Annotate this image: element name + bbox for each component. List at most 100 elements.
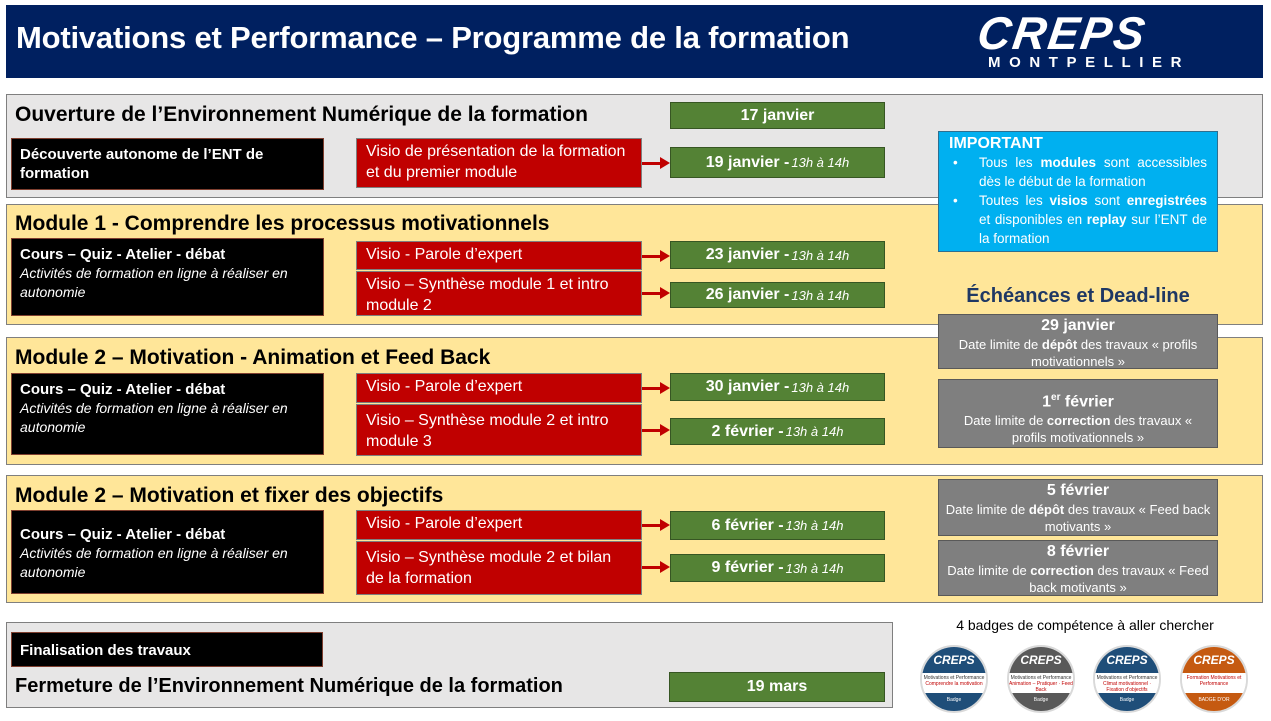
closing-date-text: 19 mars: [746, 678, 808, 695]
deadlines-title: Échéances et Dead-line: [966, 285, 1190, 307]
date-sup: er: [1051, 392, 1061, 403]
opening-visio-date: 19 janvier - 13h à 14h: [670, 147, 885, 178]
date-text: 26 janvier -: [705, 286, 790, 303]
activities-desc: Activités de formation en ligne à réalis…: [20, 265, 288, 300]
time-text: 13h à 14h: [785, 424, 844, 439]
deadline-date: 1er février: [945, 388, 1211, 412]
module-1-activities: Cours – Quiz - Atelier - débat Activités…: [11, 238, 324, 316]
text-bold: modules: [1040, 155, 1096, 170]
badge-text: Motivations et Performance Climat motiva…: [1095, 672, 1159, 694]
arrow-icon: [642, 250, 670, 262]
activities-desc: Activités de formation en ligne à réalis…: [20, 400, 288, 435]
creps-logo: CREPS: [974, 7, 1151, 59]
text-bold: correction: [1046, 413, 1111, 429]
date-text: 19 janvier -: [705, 153, 790, 171]
badge-comprendre: CREPS Motivations et Performance Compren…: [920, 645, 988, 713]
page-title: Motivations et Performance – Programme d…: [16, 20, 850, 55]
time-text: 13h à 14h: [791, 247, 850, 263]
badge-footer: Badge: [1009, 693, 1073, 711]
text: Toutes les: [979, 193, 1050, 208]
date-text: 9 février -: [711, 559, 784, 576]
deadline-date: 8 février: [1046, 543, 1110, 560]
module-2-visio-synthese-date: 2 février - 13h à 14h: [670, 418, 885, 445]
deadline-box: 1er février Date limite de correction de…: [938, 379, 1218, 448]
text-bold: visios: [1049, 193, 1088, 208]
module-2-visio-expert: Visio - Parole d’expert: [356, 373, 642, 403]
ent-discovery-box: Découverte autonome de l’ENT de formatio…: [11, 138, 324, 190]
badge-or: CREPS Formation Motivations et Performan…: [1180, 645, 1248, 713]
date-text: 6 février -: [711, 516, 784, 534]
badge-logo: CREPS: [1182, 647, 1246, 673]
deadline-date: 5 février: [1046, 482, 1110, 499]
date-text: 23 janvier -: [705, 246, 790, 263]
badge-line: Motivations et Performance: [1096, 674, 1158, 681]
text: sur l’ENT de la formation: [979, 212, 1208, 246]
badge-label: Climat motivationnel · Fixation d’object…: [1102, 680, 1152, 693]
module-2-title: Module 2 – Motivation - Animation et Fee…: [15, 346, 491, 369]
module-3-visio-synthese: Visio – Synthèse module 2 et bilan de la…: [356, 541, 642, 595]
opening-date: 17 janvier: [670, 102, 885, 129]
badge-footer: BADGE D’OR: [1182, 693, 1246, 711]
deadline-box: 5 février Date limite de dépôt des trava…: [938, 479, 1218, 536]
arrow-icon: [642, 382, 670, 394]
module-3-visio-expert-date: 6 février - 13h à 14h: [670, 511, 885, 540]
date-text: 30 janvier -: [705, 378, 790, 395]
module-1-visio-expert: Visio - Parole d’expert: [356, 241, 642, 270]
text: des travaux « Feed back motivants »: [1044, 502, 1211, 534]
closing-date: 19 mars: [669, 672, 885, 702]
module-3-title: Module 2 – Motivation et fixer des objec…: [15, 484, 444, 507]
arrow-icon: [642, 561, 670, 573]
badge-footer: Badge: [922, 693, 986, 711]
text-bold: correction: [1030, 563, 1094, 578]
text: des travaux « Feed back motivants »: [1029, 563, 1209, 595]
text-bold: dépôt: [1041, 337, 1078, 352]
badge-label: Comprendre la motivation: [925, 680, 983, 687]
deadline-date: 29 janvier: [1041, 317, 1115, 334]
module-1-title: Module 1 - Comprendre les processus moti…: [15, 212, 550, 235]
module-3-visio-synthese-date: 9 février - 13h à 14h: [670, 554, 885, 582]
badge-label: Animation – Pratiquer · Feed Back: [1009, 680, 1073, 693]
text: Date limite de: [958, 337, 1042, 352]
finalisation-box: Finalisation des travaux: [11, 632, 323, 667]
opening-title: Ouverture de l’Environnement Numérique d…: [15, 103, 588, 126]
opening-visio-box: Visio de présentation de la formation et…: [356, 138, 642, 188]
badge-logo: CREPS: [1009, 647, 1073, 673]
activities-title: Cours – Quiz - Atelier - débat: [20, 526, 226, 543]
activities-desc: Activités de formation en ligne à réalis…: [20, 545, 288, 580]
text: des travaux « profils motivationnels »: [1031, 337, 1198, 369]
creps-logo-subtext: MONTPELLIER: [988, 54, 1191, 71]
important-item-modules: Tous les modules sont accessibles dès le…: [949, 153, 1207, 191]
activities-title: Cours – Quiz - Atelier - débat: [20, 381, 226, 398]
badge-footer: Badge: [1095, 693, 1159, 711]
badges-caption: 4 badges de compétence à aller chercher: [956, 617, 1214, 633]
date-day: 1: [1042, 393, 1052, 411]
arrow-icon: [642, 157, 670, 169]
text: Date limite de: [947, 563, 1031, 578]
badge-animation: CREPS Motivations et Performance Animati…: [1007, 645, 1075, 713]
badge-text: Motivations et Performance Comprendre la…: [922, 672, 986, 694]
module-1-visio-expert-date: 23 janvier - 13h à 14h: [670, 241, 885, 269]
closing-title: Fermeture de l’Environnement Numérique d…: [15, 675, 563, 697]
badge-text: Formation Motivations et Performance: [1182, 672, 1246, 694]
text: Date limite de: [963, 413, 1047, 429]
badge-line: Motivations et Performance: [1010, 674, 1072, 681]
module-2-visio-synthese: Visio – Synthèse module 2 et intro modul…: [356, 404, 642, 456]
date-text: 2 février -: [711, 422, 784, 440]
module-1-visio-synthese: Visio – Synthèse module 1 et intro modul…: [356, 271, 642, 316]
important-item-visios: Toutes les visios sont enregistrées et d…: [949, 191, 1207, 248]
arrow-icon: [642, 519, 670, 531]
text-bold: replay: [1086, 212, 1127, 227]
text: des travaux « profils motivationnels »: [1011, 413, 1193, 446]
time-text: 13h à 14h: [785, 560, 844, 576]
module-2-activities: Cours – Quiz - Atelier - débat Activités…: [11, 373, 324, 455]
deadline-box: 8 février Date limite de correction des …: [938, 540, 1218, 596]
header-bar: [6, 5, 1263, 78]
badge-text: Motivations et Performance Animation – P…: [1009, 672, 1073, 694]
important-title: IMPORTANT: [949, 135, 1043, 152]
badge-logo: CREPS: [1095, 647, 1159, 673]
badge-logo: CREPS: [922, 647, 986, 673]
time-text: 13h à 14h: [791, 287, 850, 303]
badge-line: Formation Motivations et Performance: [1186, 674, 1242, 687]
activities-title: Cours – Quiz - Atelier - débat: [20, 246, 226, 263]
module-3-activities: Cours – Quiz - Atelier - débat Activités…: [11, 510, 324, 594]
